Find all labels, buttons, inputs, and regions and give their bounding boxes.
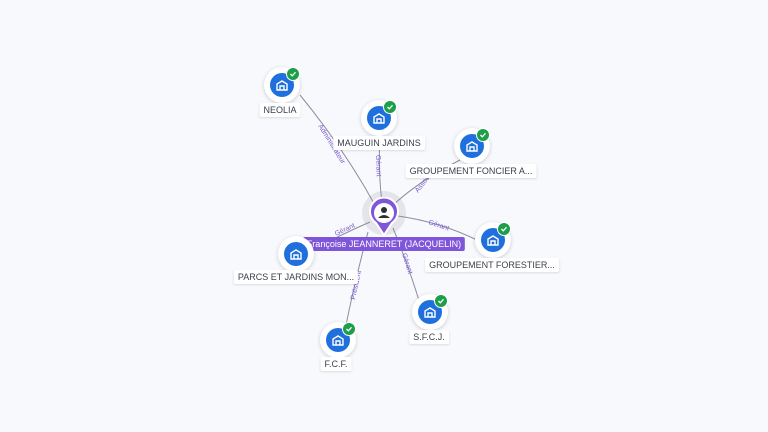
verified-check-icon xyxy=(383,100,397,114)
company-label-neolia[interactable]: NEOLIA xyxy=(259,103,301,117)
company-label-fcf[interactable]: F.C.F. xyxy=(320,357,352,371)
edge-neolia xyxy=(299,94,377,208)
company-node-sfcj[interactable] xyxy=(412,294,448,330)
company-label-mauguin[interactable]: MAUGUIN JARDINS xyxy=(333,136,425,150)
company-node-parcs[interactable] xyxy=(278,236,314,272)
company-label-gf-foncier[interactable]: GROUPEMENT FONCIER A... xyxy=(405,164,537,178)
edge-label-mauguin: Gérant xyxy=(374,155,382,177)
verified-check-icon xyxy=(476,128,490,142)
company-node-mauguin[interactable] xyxy=(361,100,397,136)
building-icon xyxy=(276,80,288,91)
edge-label-gf-forestier: Gérant xyxy=(427,219,450,232)
company-label-sfcj[interactable]: S.F.C.J. xyxy=(409,330,449,344)
company-node-neolia[interactable] xyxy=(264,67,300,103)
person-icon xyxy=(378,207,390,218)
building-icon xyxy=(466,141,478,152)
company-node-gf-forestier[interactable] xyxy=(475,222,511,258)
company-node-gf-foncier[interactable] xyxy=(454,128,490,164)
edge-label-sfcj: Gérant xyxy=(400,252,413,275)
building-icon xyxy=(487,235,499,246)
person-name-label[interactable]: Françoise JEANNERET (JACQUELIN) xyxy=(302,237,466,251)
verified-check-icon xyxy=(434,294,448,308)
company-label-parcs[interactable]: PARCS ET JARDINS MON... xyxy=(233,270,359,284)
company-label-gf-forestier[interactable]: GROUPEMENT FORESTIER... xyxy=(425,258,559,272)
edge-label-parcs: Gérant xyxy=(334,222,356,237)
verified-check-icon xyxy=(497,222,511,236)
building-icon xyxy=(290,249,302,260)
verified-check-icon xyxy=(286,67,300,81)
verified-check-icon xyxy=(342,322,356,336)
edge-gf-forestier xyxy=(397,215,478,241)
building-icon xyxy=(424,307,436,318)
building-icon xyxy=(332,335,344,346)
building-icon xyxy=(373,113,385,124)
company-node-fcf[interactable] xyxy=(320,322,356,358)
person-pin[interactable] xyxy=(368,197,400,237)
